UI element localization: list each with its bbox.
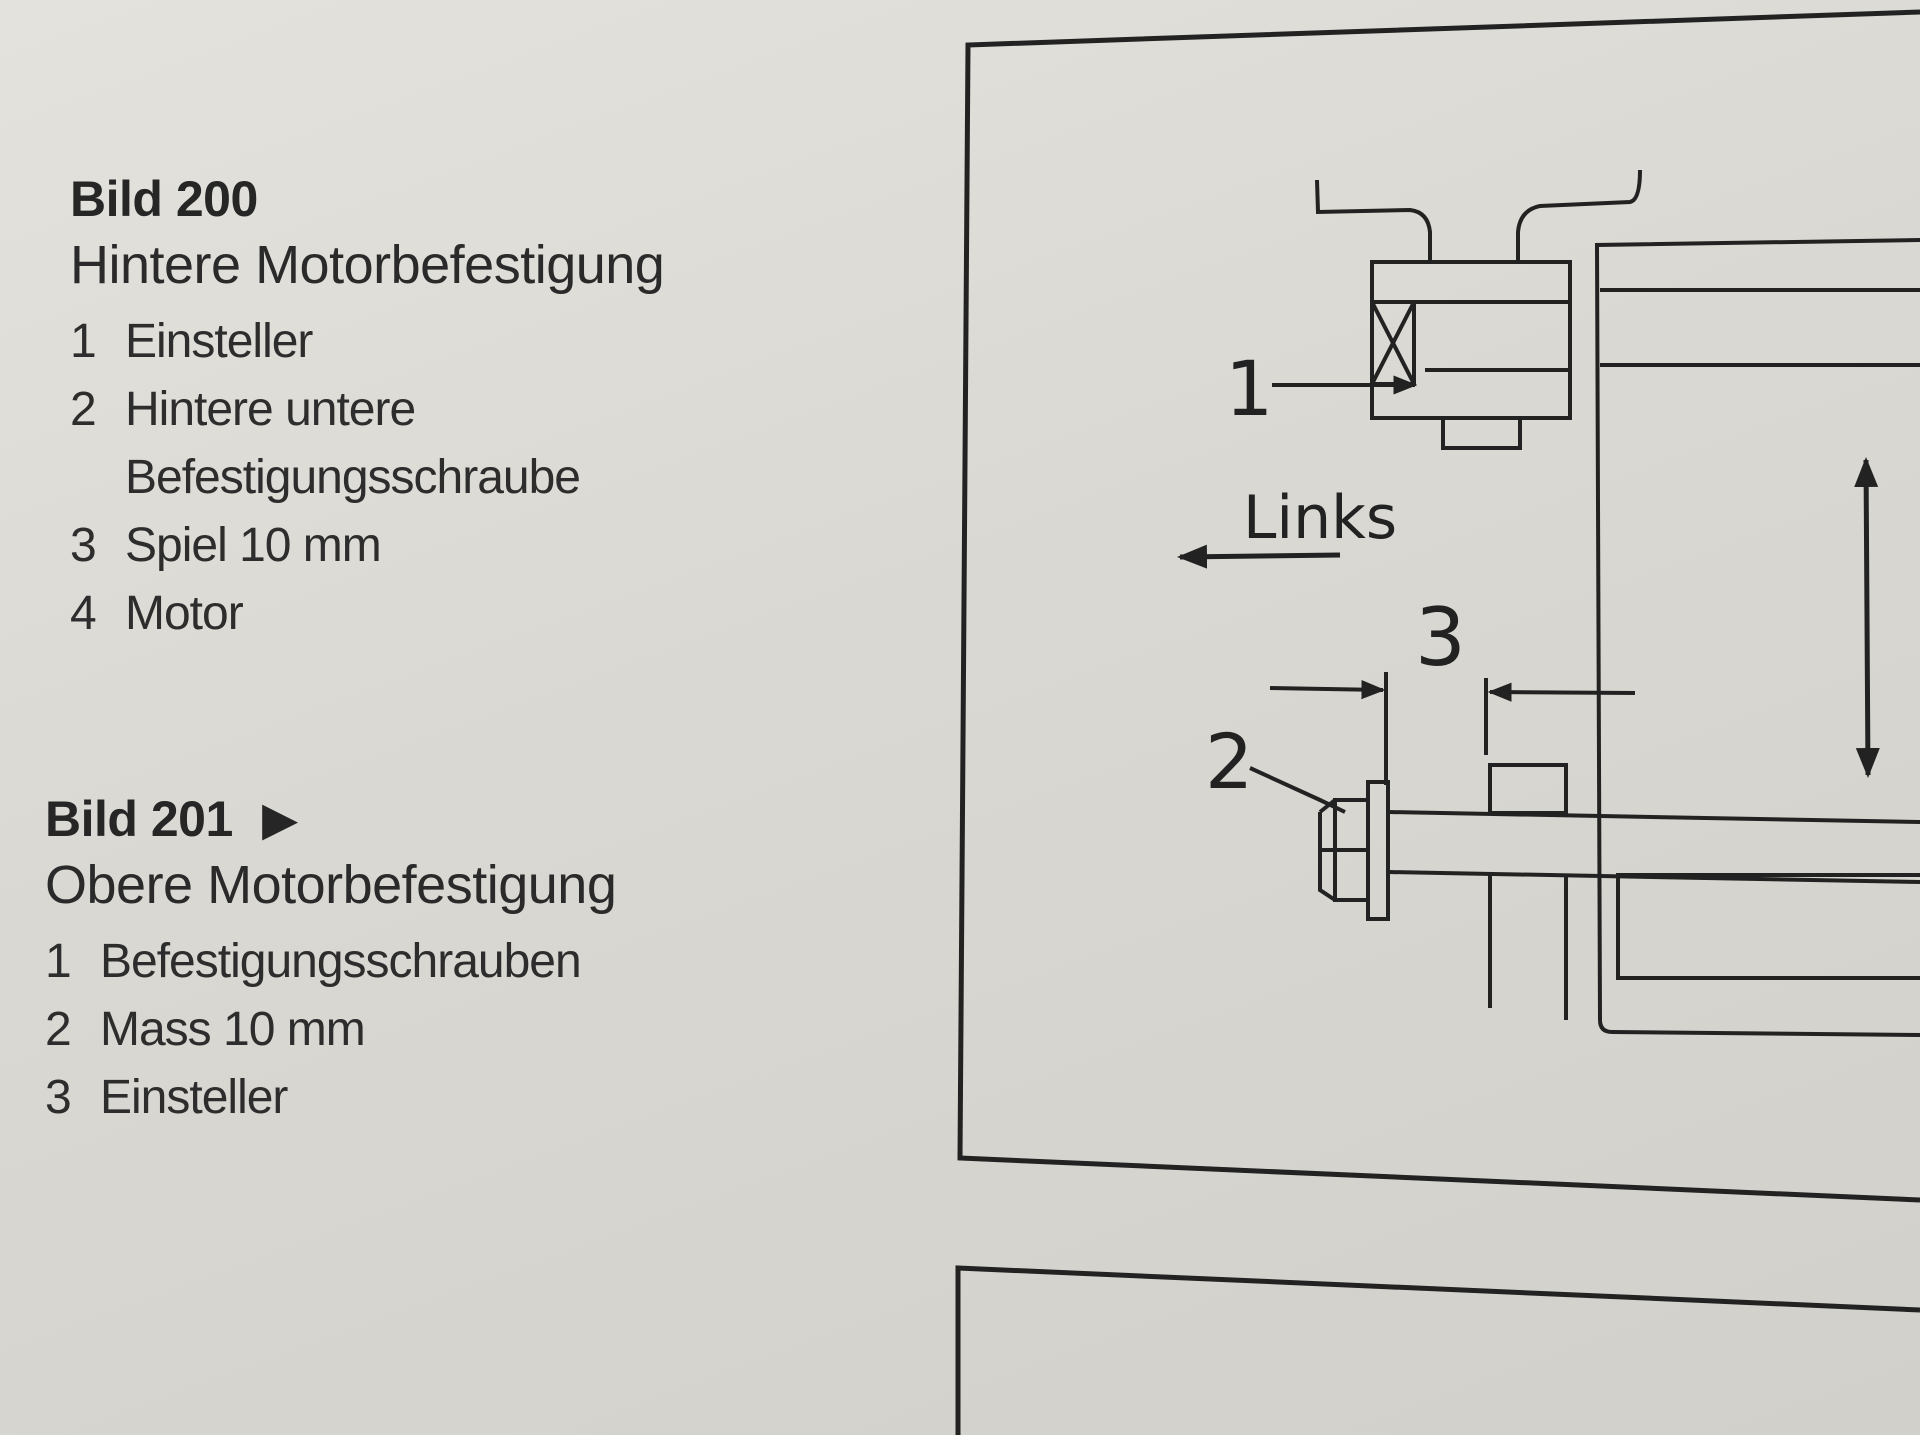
bild-201-title-text: Bild 201	[45, 791, 233, 847]
legend-number: 2	[45, 1003, 72, 1056]
dimension-line	[1487, 682, 1636, 702]
legend-number: 3	[70, 519, 97, 572]
legend-text: Einsteller	[125, 315, 313, 368]
mount-plate	[1488, 763, 1568, 815]
adjuster-housing	[1370, 260, 1572, 420]
bolt-shaft	[1387, 870, 1920, 884]
legend-item: 3 Einsteller	[45, 1064, 616, 1132]
figure-frame-lower	[955, 1265, 1920, 1435]
legend-number: 2	[70, 383, 97, 436]
leader-line-2	[1249, 766, 1346, 814]
triangle-right-icon: ▶	[262, 795, 297, 844]
legend-item: 2 Mass 10 mm	[45, 996, 616, 1064]
bild-200-legend: 1 Einsteller 2 Hintere untere Befestigungs…	[70, 308, 664, 648]
bild-200-subtitle: Hintere Motorbefestigung	[70, 235, 665, 295]
legend-number: 1	[45, 935, 72, 988]
top-bracket	[1315, 169, 1642, 262]
legend-item: 4 Motor	[70, 580, 664, 648]
caption-bild-201: Bild 201 ▶ Obere Motorbefestigung 1 Befest…	[45, 790, 617, 1132]
diagram-label-2: 2	[1205, 717, 1253, 806]
legend-text: Einsteller	[100, 1071, 288, 1124]
figure-frame	[957, 9, 1920, 1203]
diagram-label-3: 3	[1415, 591, 1466, 684]
legend-item: 1 Einsteller	[70, 308, 664, 376]
adjuster-nut	[1441, 416, 1522, 450]
bolt-head	[1318, 798, 1370, 902]
bild-201-legend: 1 Befestigungsschrauben 2 Mass 10 mm 3 Eins…	[45, 928, 616, 1132]
arrow-up-down-icon	[1854, 457, 1880, 778]
adjuster-cross	[1370, 301, 1416, 385]
legend-number: 1	[70, 315, 97, 368]
dimension-line	[1269, 680, 1386, 700]
diagram-label-links: Links	[1243, 483, 1397, 553]
legend-text: Mass 10 mm	[100, 1003, 366, 1056]
legend-number: 4	[70, 587, 97, 640]
diagram-label-1: 1	[1225, 344, 1273, 433]
legend-number: 3	[45, 1071, 72, 1124]
bolt-washer	[1366, 780, 1390, 921]
arrow-left-icon	[1177, 544, 1341, 569]
bild-200-title: Bild 200	[70, 171, 258, 227]
legend-item: 2 Hintere untere	[70, 376, 664, 444]
legend-text: Spiel 10 mm	[125, 519, 382, 572]
legend-item: 1 Befestigungsschrauben	[45, 928, 616, 996]
bild-201-title: Bild 201 ▶	[45, 790, 616, 848]
legend-text: Motor	[125, 587, 244, 640]
bild-201-subtitle: Obere Motorbefestigung	[45, 855, 617, 915]
legend-text: Hintere untere	[125, 383, 416, 436]
motor-body-outline	[1594, 238, 1920, 1037]
legend-item: 3 Spiel 10 mm	[70, 512, 664, 580]
legend-text: Befestigungsschrauben	[100, 935, 582, 988]
caption-bild-200: Bild 200 Hintere Motorbefestigung 1 Einst…	[70, 170, 665, 648]
motor-inner-outline	[1616, 873, 1920, 980]
bolt-shaft	[1387, 810, 1920, 824]
legend-item-continuation: Befestigungsschraube	[125, 451, 581, 504]
